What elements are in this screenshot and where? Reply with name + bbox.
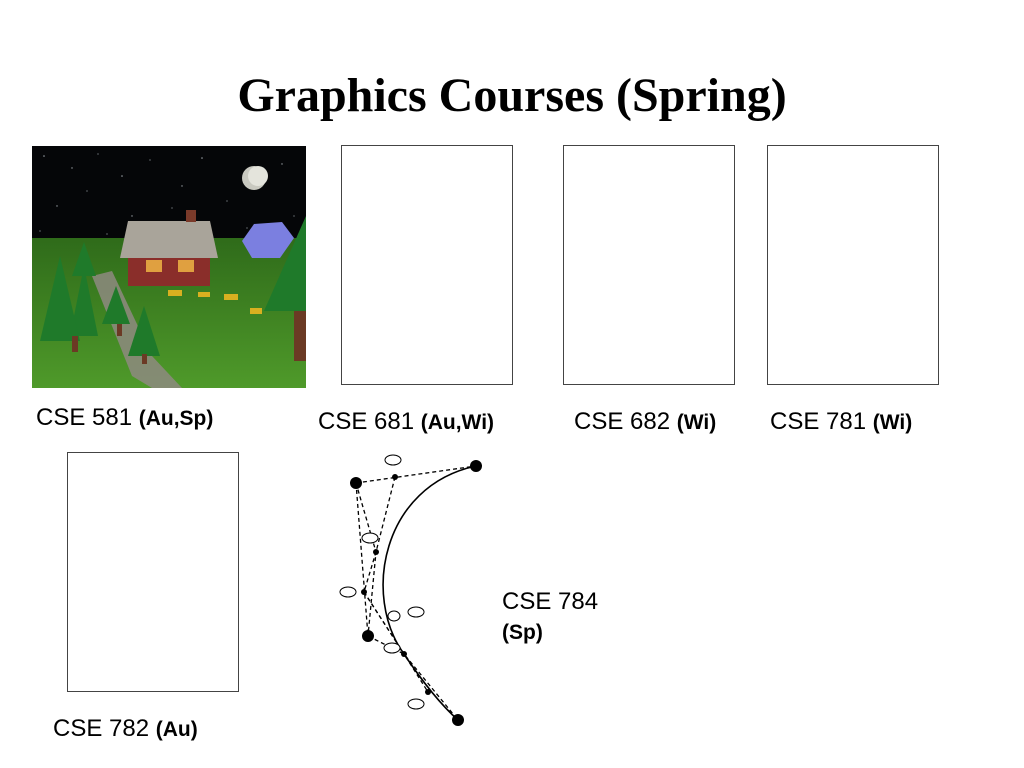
caption-cse784: CSE 784 (Sp) [502, 587, 642, 648]
course-code: CSE 581 [36, 404, 133, 431]
cse681-image-frame [341, 145, 513, 385]
course-terms: (Wi) [676, 411, 717, 434]
course-terms: (Wi) [872, 411, 913, 434]
course-terms: (Sp) [502, 621, 543, 644]
course-code: CSE 682 [574, 408, 671, 435]
course-code: CSE 681 [318, 408, 415, 435]
course-terms: (Au) [155, 718, 198, 741]
cse781-image-frame [767, 145, 939, 385]
course-terms: (Au,Wi) [420, 411, 495, 434]
course-code: CSE 784 [502, 588, 599, 615]
cse682-image-frame [563, 145, 735, 385]
course-terms: (Au,Sp) [138, 407, 214, 430]
course-code: CSE 782 [53, 715, 150, 742]
caption-cse682: CSE 682 (Wi) [574, 407, 716, 438]
caption-cse681: CSE 681 (Au,Wi) [318, 407, 494, 438]
cse581-scene-image [32, 146, 306, 388]
slide-title: Graphics Courses (Spring) [237, 69, 787, 122]
caption-cse782: CSE 782 (Au) [53, 714, 198, 745]
caption-cse581: CSE 581 (Au,Sp) [36, 403, 213, 434]
cse782-image-frame [67, 452, 239, 692]
cse784-spline-diagram [339, 454, 482, 726]
caption-cse781: CSE 781 (Wi) [770, 407, 912, 438]
course-code: CSE 781 [770, 408, 867, 435]
